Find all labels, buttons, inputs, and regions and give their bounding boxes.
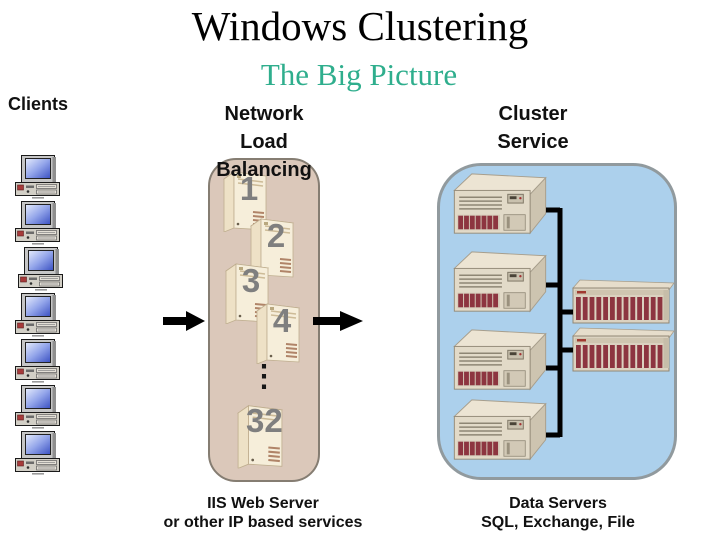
nlb-caption-line: IIS Web Server bbox=[207, 495, 319, 512]
tower-server-icon: 1 bbox=[222, 170, 268, 232]
cluster-label-line: Service bbox=[497, 131, 569, 153]
client-pc-icon bbox=[15, 155, 63, 199]
nlb-label-line: Network bbox=[224, 103, 304, 125]
client-pc-icon bbox=[18, 247, 66, 291]
flow-arrow-right-icon bbox=[313, 311, 363, 331]
server-number: 4 bbox=[272, 302, 292, 339]
disk-array-icon bbox=[570, 279, 677, 325]
cluster-label: Cluster Service bbox=[463, 100, 603, 156]
flow-arrow-left-icon bbox=[163, 311, 205, 331]
nlb-label: Network Load Balancing bbox=[194, 100, 334, 184]
tower-server-icon: 4 bbox=[255, 302, 301, 364]
ellipsis: ⋮ bbox=[249, 360, 279, 393]
tower-server-icon: 32 bbox=[236, 402, 284, 470]
rack-server-icon bbox=[451, 327, 549, 395]
nlb-caption-line: or other IP based services bbox=[163, 514, 363, 531]
client-pc-icon bbox=[15, 339, 63, 383]
server-number: 3 bbox=[241, 262, 261, 299]
nlb-label-line: Balancing bbox=[216, 159, 312, 181]
clients-label: Clients bbox=[8, 94, 69, 114]
page-subtitle: The Big Picture bbox=[260, 57, 458, 92]
nlb-label-line: Load bbox=[240, 131, 288, 153]
client-pc-icon bbox=[15, 385, 63, 429]
tower-server-icon: 3 bbox=[224, 262, 270, 324]
tower-server-icon: 2 bbox=[249, 217, 295, 279]
cluster-caption-line: SQL, Exchange, File bbox=[481, 514, 635, 531]
nlb-caption: IIS Web Server or other IP based service… bbox=[138, 494, 388, 532]
cluster-caption: Data Servers SQL, Exchange, File bbox=[433, 494, 683, 532]
page-title: Windows Clustering bbox=[191, 3, 529, 49]
cluster-caption-line: Data Servers bbox=[509, 495, 607, 512]
server-number: 1 bbox=[239, 170, 259, 207]
rack-server-icon bbox=[451, 397, 549, 465]
client-pc-icon bbox=[15, 431, 63, 475]
rack-server-icon bbox=[451, 249, 549, 317]
cluster-label-line: Cluster bbox=[498, 103, 568, 125]
rack-server-icon bbox=[451, 171, 549, 239]
server-number: 32 bbox=[246, 402, 283, 439]
client-pc-icon bbox=[15, 293, 63, 337]
server-number: 2 bbox=[266, 217, 286, 254]
client-pc-icon bbox=[15, 201, 63, 245]
disk-array-icon bbox=[570, 327, 677, 373]
